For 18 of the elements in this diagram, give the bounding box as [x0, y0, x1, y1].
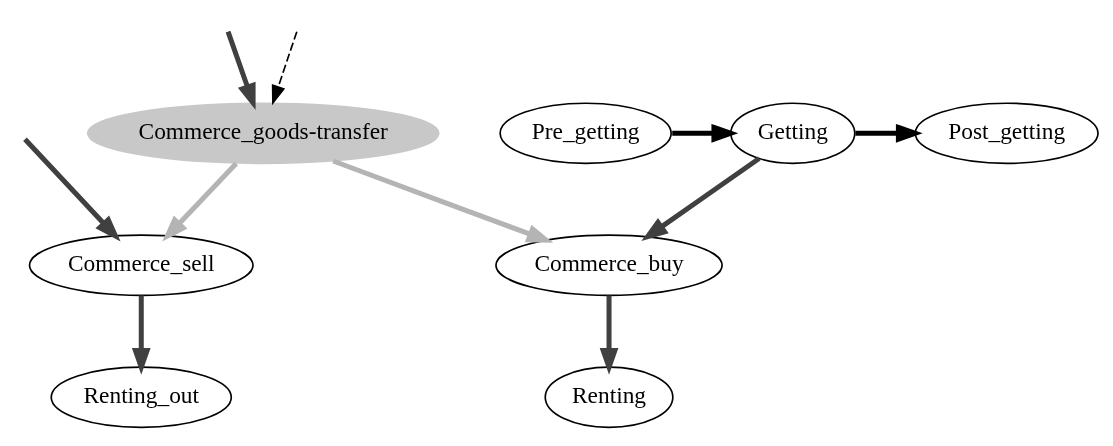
arrow	[271, 30, 298, 105]
node-ellipse: Commerce_sell	[28, 233, 254, 296]
arrow	[23, 137, 121, 241]
arrow	[599, 295, 619, 375]
arrow	[162, 161, 238, 241]
arrow	[131, 295, 151, 375]
node-ellipse: Post_getting	[914, 101, 1099, 164]
arrow	[332, 158, 554, 243]
arrow	[672, 123, 739, 143]
arrow	[225, 30, 256, 110]
node-ellipse: Pre_getting	[499, 101, 672, 164]
node-ellipse: Renting_out	[50, 365, 233, 428]
node-ellipse: Commerce_goods-transfer	[86, 101, 440, 164]
node-ellipse: Commerce_buy	[495, 233, 723, 296]
arrow	[855, 123, 923, 143]
node-ellipse: Getting	[730, 101, 856, 164]
node-ellipse: Renting	[544, 365, 674, 428]
arrow	[641, 156, 761, 241]
